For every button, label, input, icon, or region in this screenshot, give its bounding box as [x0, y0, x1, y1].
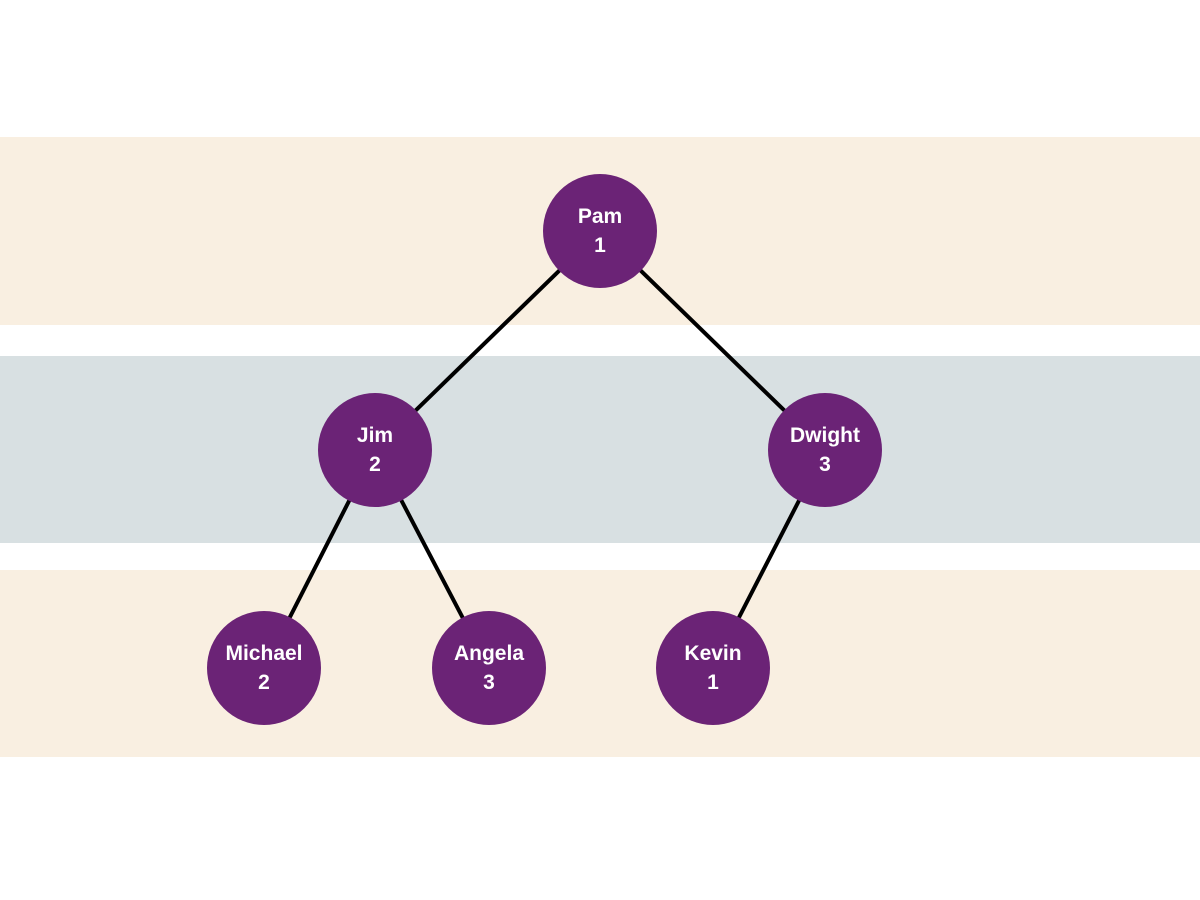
tree-node-michael: Michael 2 [207, 611, 321, 725]
node-value: 2 [258, 671, 270, 694]
background-band-2 [0, 570, 1200, 757]
node-label: Angela [453, 642, 524, 665]
node-label: Jim [356, 424, 394, 447]
node-value: 3 [483, 671, 495, 694]
node-value: 3 [819, 453, 831, 476]
node-value: 1 [594, 234, 606, 257]
tree-node-angela: Angela 3 [432, 611, 546, 725]
node-value: 1 [707, 671, 719, 694]
tree-node-jim: Jim 2 [318, 393, 432, 507]
node-label: Pam [577, 205, 623, 228]
tree-node-kevin: Kevin 1 [656, 611, 770, 725]
node-value: 2 [369, 453, 381, 476]
tree-node-pam: Pam 1 [543, 174, 657, 288]
background-band-1 [0, 356, 1200, 543]
node-label: Kevin [684, 642, 742, 665]
node-label: Michael [225, 642, 303, 665]
node-label: Dwight [790, 424, 860, 447]
tree-node-dwight: Dwight 3 [768, 393, 882, 507]
